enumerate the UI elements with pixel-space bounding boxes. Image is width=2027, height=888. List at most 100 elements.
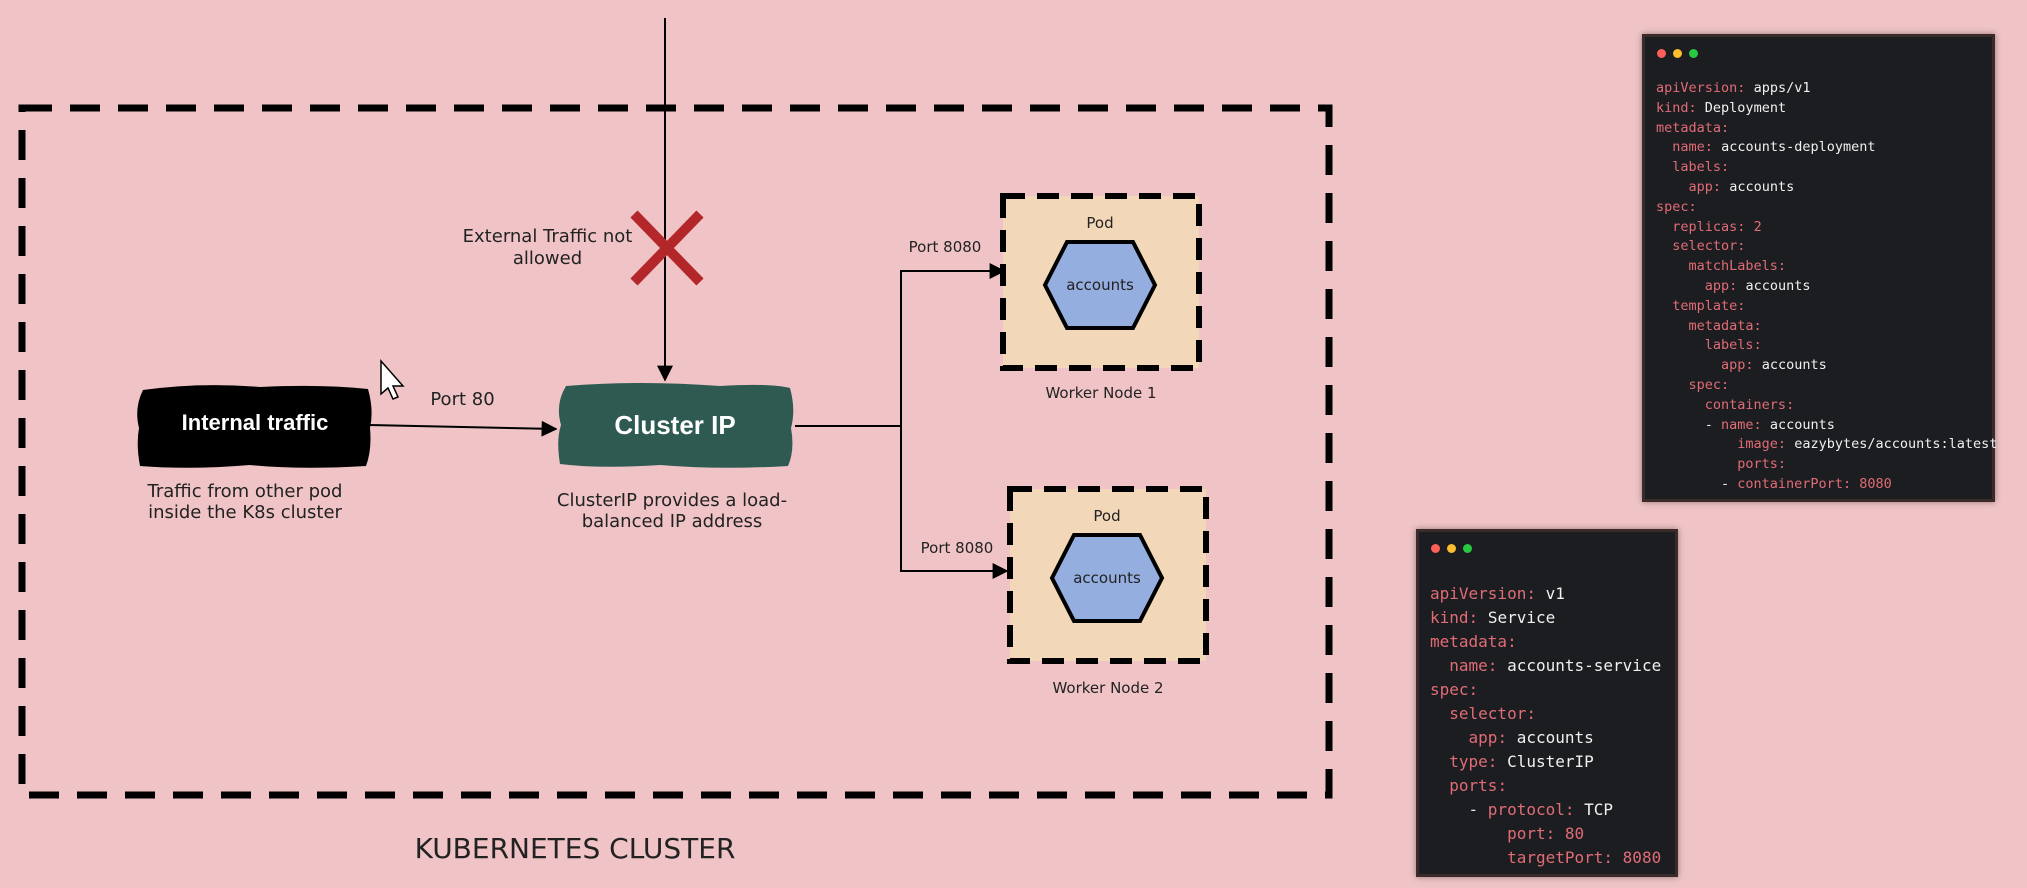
yaml-key: labels <box>1704 337 1754 354</box>
yaml-value: eazybytes/accounts:latest <box>1794 436 1998 453</box>
window-controls <box>1657 49 1698 58</box>
yaml-line: name: accounts-service <box>1449 656 1662 675</box>
internal-traffic-box <box>137 385 372 468</box>
yaml-line: apiVersion: apps/v1 <box>1656 80 1811 96</box>
yaml-value: 8080 <box>1859 475 1892 492</box>
yaml-key: spec <box>1430 680 1469 699</box>
yaml-value: accounts <box>1516 728 1594 747</box>
pod-1-app-label: accounts <box>1066 276 1134 294</box>
yaml-key: type <box>1449 752 1488 771</box>
yaml-key: app <box>1688 178 1713 195</box>
yaml-key: metadata <box>1430 632 1508 651</box>
yaml-key: containers <box>1704 396 1787 413</box>
pod-1-title: Pod <box>1086 214 1114 232</box>
yaml-value: 8080 <box>1622 848 1662 867</box>
cluster-ip-label: Cluster IP <box>614 410 736 440</box>
yaml-value: accounts-deployment <box>1721 139 1876 156</box>
pod-2-title: Pod <box>1093 507 1121 525</box>
yaml-line: targetPort: 8080 <box>1507 848 1662 867</box>
yaml-key: image <box>1737 436 1778 453</box>
yaml-key: name <box>1449 656 1488 675</box>
yaml-key: name <box>1672 139 1705 156</box>
yaml-value: apps/v1 <box>1753 80 1811 96</box>
yaml-key: app <box>1704 277 1730 294</box>
yaml-line: app: accounts <box>1721 357 1827 374</box>
yaml-line: type: ClusterIP <box>1449 752 1594 771</box>
pod-2-port-label: Port 8080 <box>920 539 994 557</box>
cluster-ip-box <box>558 383 794 468</box>
internal-traffic-caption: Traffic from other pod inside the K8s cl… <box>147 481 343 523</box>
yaml-key: replicas <box>1672 218 1738 235</box>
yaml-value: v1 <box>1545 584 1565 603</box>
pod-1-hexagon <box>1042 240 1158 330</box>
yaml-key: targetPort <box>1507 848 1604 867</box>
yaml-line: - name: accounts <box>1656 416 1835 433</box>
yaml-line: apiVersion: v1 <box>1430 584 1565 603</box>
pod-1-port-label: Port 8080 <box>908 238 982 256</box>
yaml-value: 2 <box>1753 218 1762 235</box>
yaml-value: accounts <box>1729 178 1795 195</box>
internal-traffic-label: Internal traffic <box>181 410 329 435</box>
worker-node-2-label: Worker Node 2 <box>1052 679 1164 697</box>
yaml-key: apiVersion <box>1656 80 1738 96</box>
deployment-yaml-code: apiVersion: apps/v1 kind: Deployment metad… <box>1656 79 1997 495</box>
yaml-value: Deployment <box>1704 99 1787 116</box>
yaml-line: metadata: <box>1688 317 1762 334</box>
cluster-boundary <box>18 104 1333 799</box>
mouse-cursor-icon <box>380 359 405 400</box>
yaml-key: app <box>1721 357 1746 374</box>
yaml-key: port <box>1507 824 1546 843</box>
yaml-key: matchLabels <box>1688 258 1778 275</box>
yaml-line: selector: <box>1449 704 1536 723</box>
minimize-dot-icon <box>1447 544 1456 553</box>
yaml-key: name <box>1721 416 1754 433</box>
yaml-value: ClusterIP <box>1507 752 1594 771</box>
internal-to-clusterip-arrow <box>367 420 558 437</box>
yaml-line: spec: <box>1656 198 1697 215</box>
yaml-key: containerPort <box>1737 475 1843 492</box>
pod-2-hexagon <box>1049 533 1165 623</box>
yaml-line: metadata: <box>1656 119 1730 136</box>
yaml-line: image: eazybytes/accounts:latest <box>1737 436 1998 453</box>
yaml-line: kind: Deployment <box>1656 99 1787 116</box>
deployment-yaml-panel: apiVersion: apps/v1 kind: Deployment metad… <box>1642 34 1997 502</box>
yaml-key: apiVersion <box>1430 584 1527 603</box>
yaml-line: port: 80 <box>1507 824 1585 843</box>
yaml-key: protocol <box>1487 800 1565 819</box>
yaml-line: replicas: 2 <box>1672 218 1762 235</box>
yaml-line: - protocol: TCP <box>1430 800 1614 819</box>
yaml-line: - containerPort: 8080 <box>1656 475 1892 492</box>
yaml-key: metadata <box>1656 119 1722 136</box>
yaml-value: accounts <box>1761 357 1827 374</box>
yaml-line: labels: <box>1672 159 1730 176</box>
yaml-line: ports: <box>1449 776 1508 795</box>
yaml-line: app: accounts <box>1704 277 1811 294</box>
yaml-line: spec: <box>1430 680 1479 699</box>
port-80-label: Port 80 <box>430 389 495 410</box>
close-dot-icon <box>1657 49 1666 58</box>
yaml-line: spec: <box>1688 376 1730 393</box>
window-controls <box>1431 544 1472 553</box>
yaml-key: selector <box>1449 704 1527 723</box>
yaml-key: template <box>1672 297 1738 314</box>
yaml-key: spec <box>1688 376 1722 393</box>
yaml-line: app: accounts <box>1688 178 1795 195</box>
yaml-key: labels <box>1672 159 1722 176</box>
kubernetes-cluster-label: KUBERNETES CLUSTER <box>414 832 736 865</box>
yaml-line: name: accounts-deployment <box>1672 139 1876 156</box>
pod-2-app-label: accounts <box>1073 569 1141 587</box>
yaml-line: labels: <box>1704 337 1762 354</box>
yaml-value: Service <box>1487 608 1556 627</box>
yaml-line: template: <box>1672 297 1746 314</box>
blocked-x-icon <box>630 210 704 286</box>
cluster-ip-caption: ClusterIP provides a load-balanced IP ad… <box>556 490 788 532</box>
maximize-dot-icon <box>1463 544 1472 553</box>
yaml-value: accounts <box>1769 416 1835 433</box>
yaml-key: ports <box>1737 456 1778 473</box>
yaml-value: accounts-service <box>1507 656 1662 675</box>
yaml-value: TCP <box>1584 800 1614 819</box>
maximize-dot-icon <box>1689 49 1698 58</box>
yaml-key: ports <box>1449 776 1498 795</box>
